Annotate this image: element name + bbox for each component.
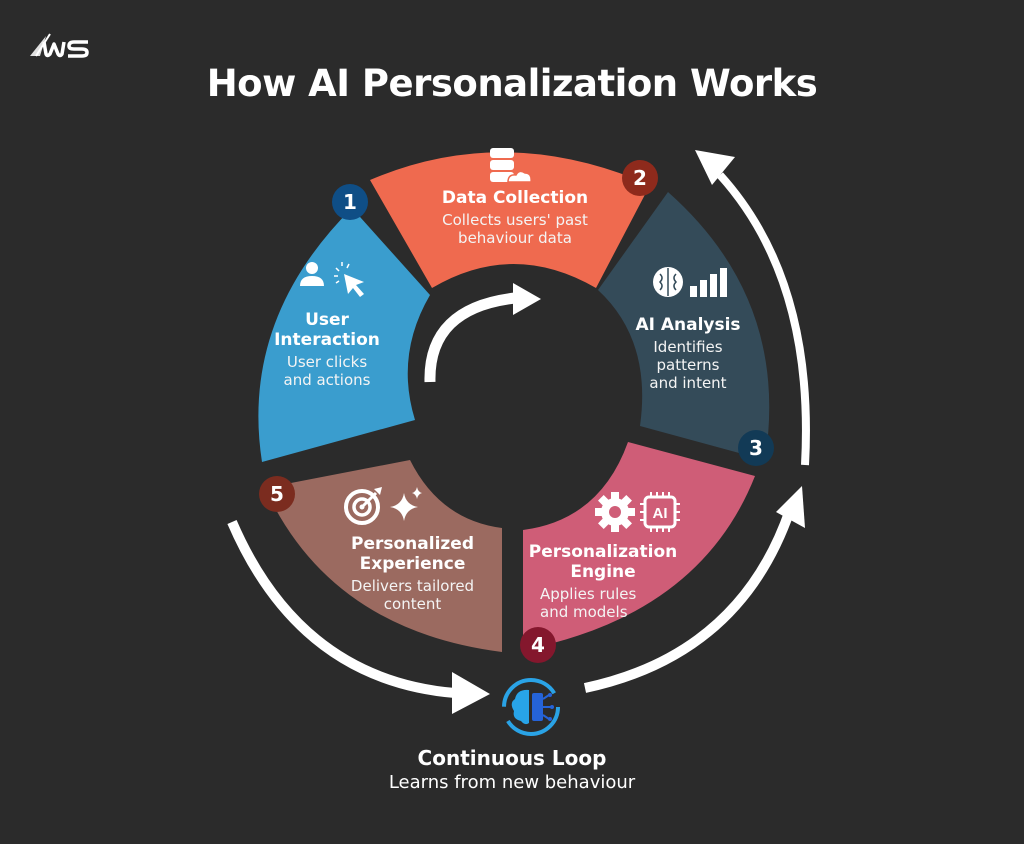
- segment-user-interaction: [258, 208, 430, 462]
- segment-ai-analysis: [598, 192, 770, 460]
- segment-personalized-experience: [265, 460, 502, 652]
- brain-circuit-cycle-icon: [502, 678, 560, 736]
- user-click-icon: [300, 262, 364, 297]
- inner-arrow-icon: [424, 283, 541, 383]
- segment-personalization-engine: [523, 442, 755, 650]
- step-title: AI Analysis: [635, 315, 741, 335]
- outer-arrow-bottom-left-icon: [227, 520, 490, 714]
- loop-desc: Learns from new behaviour: [388, 772, 636, 793]
- svg-text:AI: AI: [653, 505, 668, 522]
- ws-logo: [30, 33, 89, 58]
- step-badge-5: 5: [259, 476, 295, 512]
- database-cloud-icon: [490, 148, 532, 183]
- target-sparkle-icon: [344, 487, 422, 525]
- step-title: Data Collection: [441, 188, 589, 208]
- loop-title: Continuous Loop: [417, 746, 607, 770]
- outer-arrow-bottom-right-icon: [583, 486, 805, 693]
- segment-data-collection: [370, 152, 650, 288]
- page-title: How AI Personalization Works: [206, 62, 818, 105]
- step-badge-3: 3: [738, 430, 774, 466]
- step-badge-4: 4: [520, 627, 556, 663]
- brain-chart-icon: [653, 267, 727, 297]
- step-badge-2: 2: [622, 160, 658, 196]
- step-badge-1: 1: [332, 184, 368, 220]
- outer-arrow-right-icon: [695, 150, 810, 466]
